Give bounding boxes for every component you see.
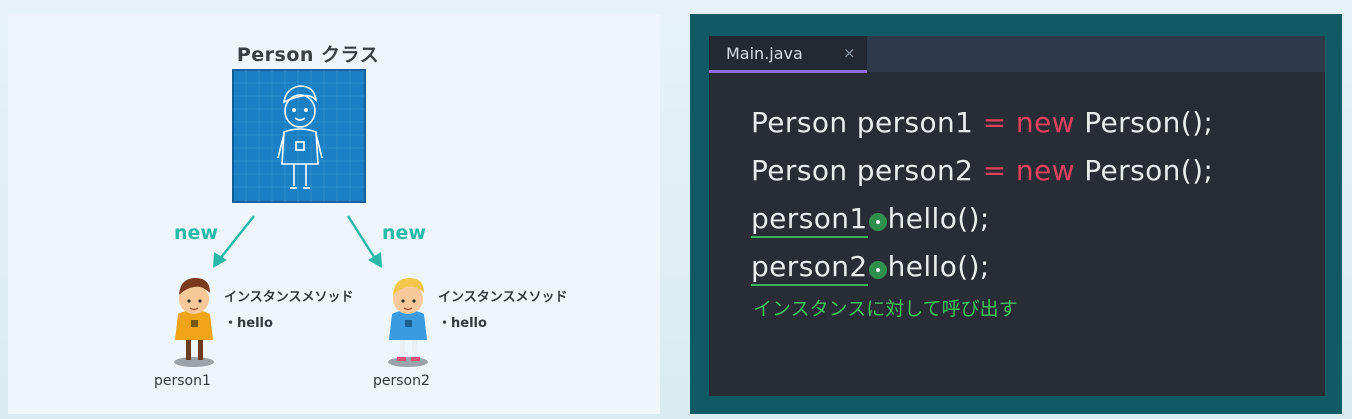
assign-operator: = — [982, 106, 1007, 139]
code-line-2-text: Person person2 — [751, 154, 983, 187]
code-line-4: person2 hello(); — [751, 250, 990, 286]
person2-method-header: インスタンスメソッド — [438, 290, 568, 305]
new-label-left: new — [174, 222, 218, 244]
person2-label: person2 — [373, 373, 430, 389]
hello-call-1: hello(); — [887, 202, 990, 235]
new-keyword: new — [1015, 106, 1075, 139]
person2-object-underlined: person2 — [751, 250, 868, 286]
arrow-to-person1 — [213, 215, 255, 268]
code-line-2-rest: Person(); — [1074, 154, 1214, 187]
new-label-right: new — [382, 222, 426, 244]
class-title: Person クラス — [236, 44, 380, 66]
person1-object-underlined: person1 — [751, 202, 868, 238]
person2-methods: インスタンスメソッド ・hello — [438, 285, 567, 337]
code-line-3: person1 hello(); — [751, 202, 990, 238]
arrow-to-person2 — [346, 215, 382, 268]
person2-method-hello: ・hello — [438, 316, 487, 331]
code-line-1-text: Person person1 — [751, 106, 983, 139]
new-keyword: new — [1015, 154, 1075, 187]
assign-operator: = — [982, 154, 1007, 187]
code-editor-frame: Main.java × Person person1 = new Person(… — [690, 14, 1342, 414]
diagram-graphics — [174, 69, 428, 367]
class-diagram-panel: Person クラス new new インスタンスメソッド ・hello インス… — [8, 14, 660, 414]
dot-highlight-icon — [868, 213, 887, 231]
code-line-1-rest: Person(); — [1074, 106, 1214, 139]
code-line-1: Person person1 = new Person(); — [751, 106, 1213, 139]
tab-main-java[interactable]: Main.java × — [709, 36, 867, 73]
person1-method-hello: ・hello — [224, 316, 273, 331]
instance-call-annotation: インスタンスに対して呼び出す — [753, 298, 1018, 320]
dot-highlight-icon — [868, 261, 887, 279]
person1-method-header: インスタンスメソッド — [224, 290, 354, 305]
code-line-2: Person person2 = new Person(); — [751, 154, 1213, 187]
tab-label: Main.java — [726, 44, 803, 63]
person2-character — [388, 277, 428, 367]
person1-character — [174, 277, 214, 367]
hello-call-2: hello(); — [887, 250, 990, 283]
person1-label: person1 — [154, 373, 211, 389]
editor-tab-bar: Main.java × — [709, 36, 1325, 73]
blueprint-person-outline-icon — [277, 85, 323, 189]
person1-methods: インスタンスメソッド ・hello — [224, 285, 353, 337]
tab-close-icon[interactable]: × — [843, 44, 856, 62]
person-class-blueprint — [232, 69, 366, 203]
code-editor: Main.java × Person person1 = new Person(… — [709, 36, 1325, 396]
